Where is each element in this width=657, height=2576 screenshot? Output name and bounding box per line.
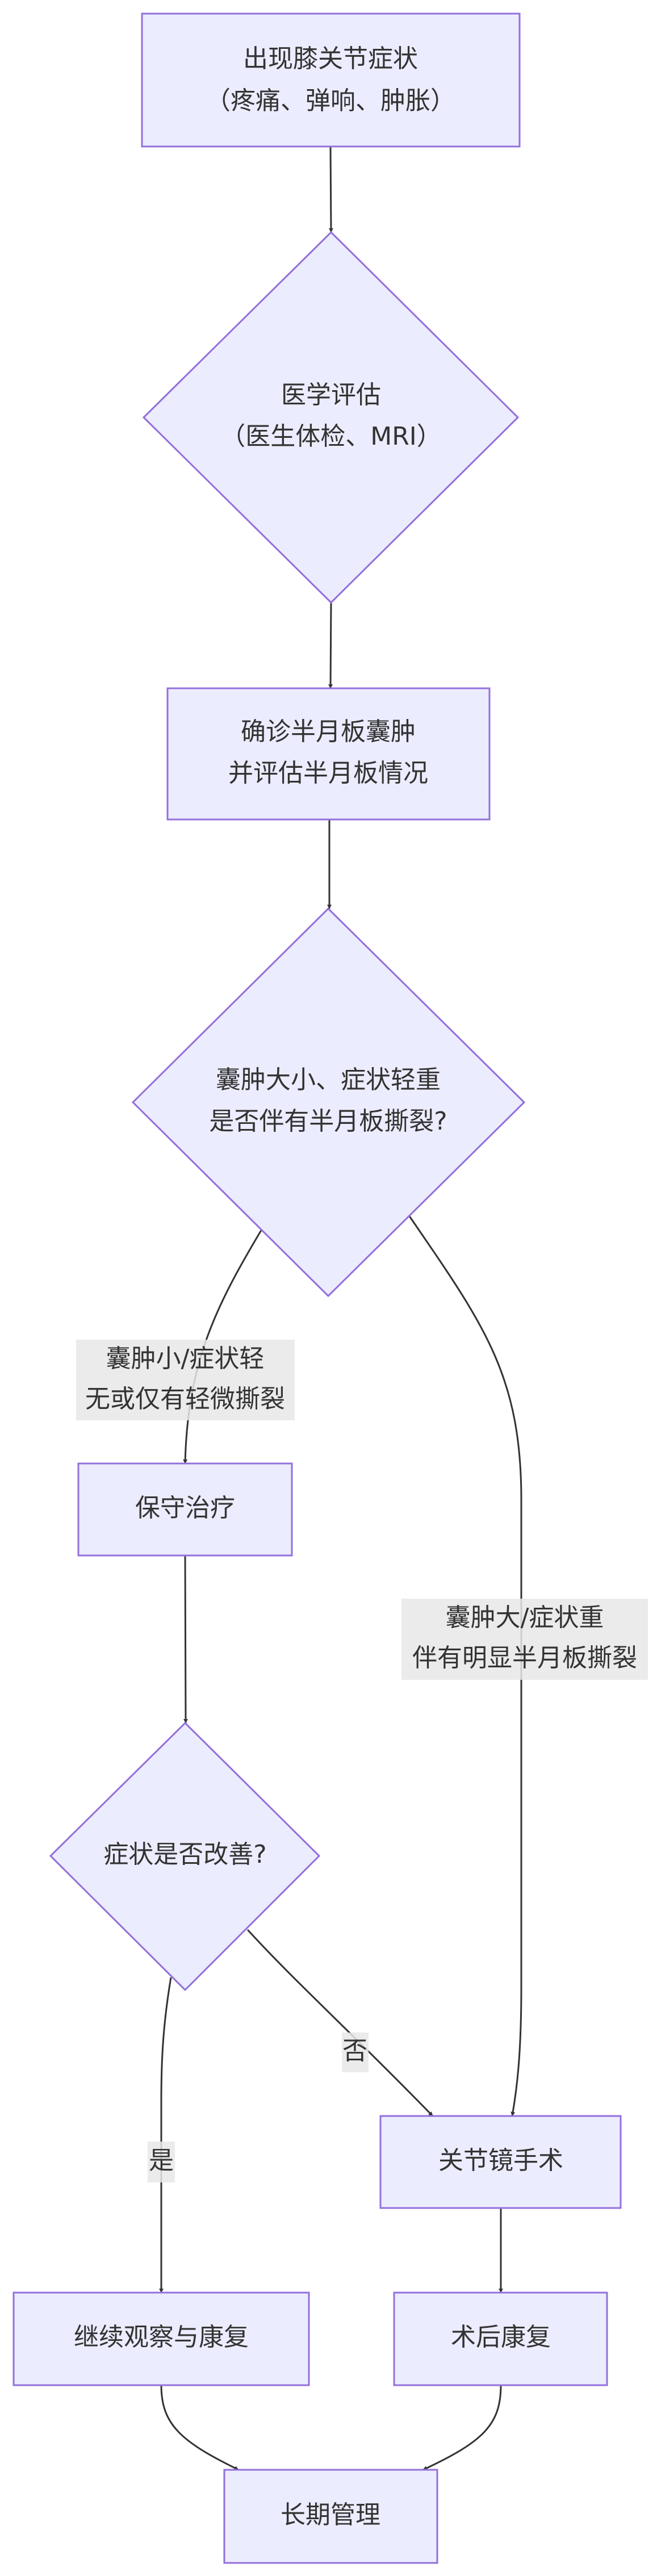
edge-improved-arthroscopy [246,1929,434,2117]
edge-severity-conservative [183,1228,263,1464]
node-assessment-line2: （医生体检、MRI） [220,422,442,451]
node-arthroscopy[interactable]: 关节镜手术 [379,2115,622,2209]
node-improved-label: 症状是否改善? [103,1840,266,1869]
edge-label-yes: 是 [148,2142,175,2182]
node-observe-label: 继续观察与康复 [74,2323,249,2352]
edge-observe-longterm [160,2385,239,2471]
node-improved[interactable]: 症状是否改善? [49,1721,321,1992]
node-conservative[interactable]: 保守治疗 [77,1462,293,1557]
node-conservative-label: 保守治疗 [135,1494,235,1523]
node-symptoms-line1: 出现膝关节症状 [243,44,418,73]
node-postop-label: 术后康复 [451,2323,551,2352]
edge-label-yes-text: 是 [149,2146,174,2175]
node-severity-line1: 囊肿大小、症状轻重 [216,1065,441,1094]
node-severity[interactable]: 囊肿大小、症状轻重 是否伴有半月板撕裂? [131,907,526,1298]
edge-label-mild-line2: 无或仅有轻微撕裂 [85,1385,285,1414]
node-longterm[interactable]: 长期管理 [223,2469,438,2564]
edge-label-mild-line1: 囊肿小/症状轻 [106,1344,265,1373]
edge-label-mild: 囊肿小/症状轻 无或仅有轻微撕裂 [76,1340,295,1420]
node-symptoms[interactable]: 出现膝关节症状 （疼痛、弹响、肿胀） [141,12,521,148]
edge-label-severe-line1: 囊肿大/症状重 [446,1603,604,1632]
node-postop[interactable]: 术后康复 [393,2291,608,2386]
edge-improved-observe [159,1977,172,2293]
node-diagnosis-line2: 并评估半月板情况 [228,759,428,788]
edge-label-severe: 囊肿大/症状重 伴有明显半月板撕裂 [401,1599,648,1680]
edge-assessment-diagnosis [328,602,333,689]
edge-symptoms-assessment [328,146,333,233]
node-assessment-line1: 医学评估 [281,380,381,409]
node-longterm-label: 长期管理 [281,2500,380,2529]
node-diagnosis[interactable]: 确诊半月板囊肿 并评估半月板情况 [166,687,491,821]
node-symptoms-line2: （疼痛、弹响、肿胀） [206,86,455,115]
edge-postop-longterm [422,2385,502,2471]
edge-conservative-improved [183,1555,188,1724]
edge-label-severe-line2: 伴有明显半月板撕裂 [412,1644,637,1672]
node-arthroscopy-label: 关节镜手术 [438,2146,563,2175]
node-diagnosis-line1: 确诊半月板囊肿 [241,717,416,746]
edge-severity-arthroscopy [408,1215,522,2117]
node-assessment[interactable]: 医学评估 （医生体检、MRI） [142,231,520,604]
edge-label-no-text: 否 [342,2036,367,2065]
node-observe[interactable]: 继续观察与康复 [12,2291,310,2386]
edges [159,146,522,2471]
edge-label-no: 否 [342,2033,369,2072]
node-severity-line2: 是否伴有半月板撕裂? [209,1107,447,1136]
